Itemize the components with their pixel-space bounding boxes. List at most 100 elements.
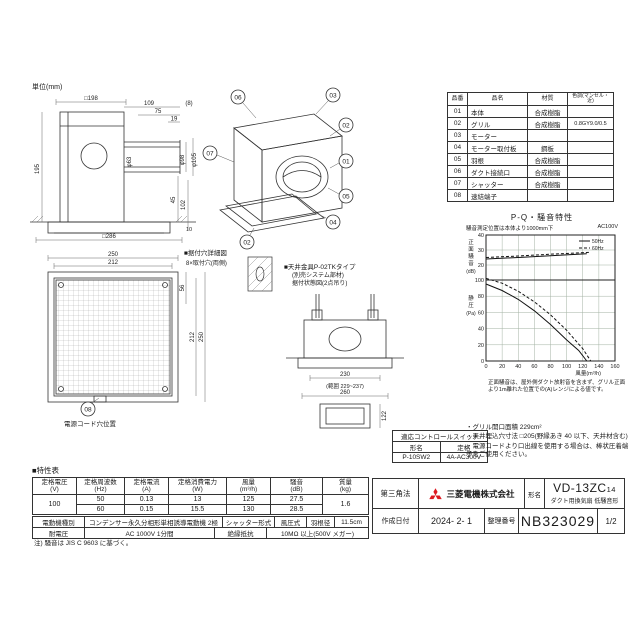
insulation-label: 絶縁抵抗	[214, 527, 267, 539]
part-material	[527, 129, 568, 142]
svg-text:(dB): (dB)	[466, 269, 476, 275]
part-material: 合成樹脂	[527, 117, 568, 130]
grille-dim-lines	[47, 255, 206, 402]
dim-212-top: 212	[108, 260, 119, 266]
dim-230: 230	[340, 372, 351, 378]
svg-text:風量(m³/h): 風量(m³/h)	[575, 370, 601, 377]
spec-frequency: 50	[76, 494, 125, 505]
part-name: 本体	[467, 105, 528, 118]
svg-text:20: 20	[499, 364, 505, 370]
svg-text:40: 40	[478, 327, 484, 333]
spec-mass: 1.6	[322, 494, 369, 515]
note-ceiling-hole: ・天井埋込穴寸法 □205(野縁あき 40 以下、天井材含む)	[466, 433, 628, 441]
svg-text:60: 60	[478, 310, 484, 316]
side-view-dims: □198 109 75 19 (8) φ63 φ98 φ105 195 45 1…	[35, 96, 198, 240]
blade-label: 羽根径	[306, 516, 335, 528]
chart-note-right: AC100V	[597, 224, 619, 230]
spec-header-voltage: 定格電圧 (V)	[32, 477, 77, 495]
spec-current: 0.13	[124, 494, 169, 505]
spec-row-60hz: 60 0.15 15.5 130 28.5	[33, 504, 369, 515]
installation-notes: ・グリル開口面積 229cm² ・天井埋込穴寸法 □205(野縁あき 40 以下…	[466, 424, 630, 461]
bracket-subtitle2: 据付状態図(2点吊り)	[292, 281, 348, 287]
dim-250-right: 250	[199, 331, 205, 342]
part-no: 06	[447, 165, 468, 178]
svg-text:140: 140	[594, 364, 603, 370]
company-cell: 三菱電機株式会社	[419, 479, 525, 508]
grille-view-drawing: 250 212 56 212 250 08 電源コード穴位置	[47, 252, 206, 428]
parts-header-material: 材質	[527, 92, 568, 106]
svg-text:騒: 騒	[468, 253, 474, 260]
part-name: グリル	[467, 117, 528, 130]
callout-label: 03	[329, 92, 337, 99]
dim-109: 109	[144, 101, 155, 107]
part-color	[567, 177, 614, 190]
callout-label: 07	[206, 150, 214, 157]
mount-detail-note: 8×取付穴(両側)	[186, 261, 227, 267]
dim-phi105: φ105	[192, 152, 198, 167]
part-material	[527, 189, 568, 202]
svg-text:100: 100	[475, 278, 484, 284]
grille-dims: 250 212 56 212 250	[108, 252, 205, 342]
projection-label: 第三角法	[373, 479, 419, 508]
svg-text:80: 80	[478, 294, 484, 300]
shutter-value: 風圧式	[274, 516, 307, 528]
part-no: 04	[447, 141, 468, 154]
side-view-drawing: □198 109 75 19 (8) φ63 φ98 φ105 195 45 1…	[30, 96, 198, 243]
title-block-row2: 作成日付 2024- 2- 1 整理番号 NB323029 1/2	[373, 508, 624, 533]
dim-square-286: □286	[102, 234, 116, 240]
dim-45: 45	[171, 196, 177, 203]
motor-value: コンデンサー永久分相形単相誘導電動機 2極	[84, 516, 223, 528]
svg-text:圧: 圧	[468, 302, 474, 309]
svg-text:面: 面	[468, 246, 474, 253]
model-suffix: 14	[606, 485, 616, 495]
side-view-dim-lines	[35, 99, 194, 243]
control-switch-table: 適応コントロールスイッチ 形名 定格 P-10SW2 4A-AC300V	[392, 430, 488, 463]
side-view-outline	[30, 111, 196, 234]
svg-text:20: 20	[478, 263, 484, 269]
spec-header-current: 定格電流 (A)	[124, 477, 169, 495]
doc-number-label: 整理番号	[485, 509, 519, 533]
exploded-callouts: 06 03 07 02 01 05 04 02	[202, 87, 354, 250]
spec-note: 注) 騒音は JIS C 9603 に基づく。	[34, 540, 133, 547]
motor-label: 電動機種別	[32, 516, 85, 528]
dim-phi98: φ98	[180, 154, 186, 165]
parts-header-name: 品名	[467, 92, 528, 106]
svg-text:40: 40	[478, 233, 484, 239]
part-no: 01	[447, 105, 468, 118]
bracket-subtitle1: (別売システム部材)	[292, 273, 344, 279]
insulation-value: 10MΩ 以上(500V メガー)	[266, 527, 369, 539]
part-name: シャッター	[467, 177, 528, 190]
dim-212-right: 212	[190, 331, 196, 342]
control-switch-rating: 4A-AC300V	[439, 452, 488, 463]
control-switch-header-model: 形名	[392, 441, 441, 453]
spec-noise: 28.5	[270, 504, 323, 515]
svg-text:60Hz: 60Hz	[592, 246, 604, 252]
parts-header-color: 色調(マンセル・近)	[567, 92, 614, 106]
callout-label: 01	[342, 158, 350, 165]
parts-header-row: 品番 品名 材質 色調(マンセル・近)	[447, 92, 614, 106]
callout-label: 02	[243, 239, 251, 246]
spec-header-power: 定格消費電力 (W)	[168, 477, 227, 495]
part-name: モーター取付板	[467, 141, 528, 154]
dim-250-top: 250	[108, 252, 119, 258]
part-no: 02	[447, 117, 468, 130]
svg-text:0: 0	[481, 359, 484, 365]
svg-text:120: 120	[578, 364, 587, 370]
part-material: 合成樹脂	[527, 153, 568, 166]
part-color	[567, 165, 614, 178]
bracket-dims: 230 (範囲 229~237) 260 122	[326, 372, 388, 421]
exploded-view-drawing: 06 03 07 02 01 05 04 02	[202, 87, 354, 250]
withstand-value: AC 1000V 1分間	[84, 527, 215, 539]
title-block-row1: 第三角法 三菱電機株式会社 形名 VD-13ZC14 ダクト用換気扇 低騒音形	[373, 479, 624, 508]
chart-title: P-Q・騒音特性	[510, 213, 574, 222]
note-grille-area: ・グリル開口面積 229cm²	[466, 424, 542, 431]
grille-outline	[47, 271, 179, 403]
dim-102: 102	[181, 199, 187, 210]
part-name: ダクト接続口	[467, 165, 528, 178]
dim-19: 19	[171, 117, 178, 123]
